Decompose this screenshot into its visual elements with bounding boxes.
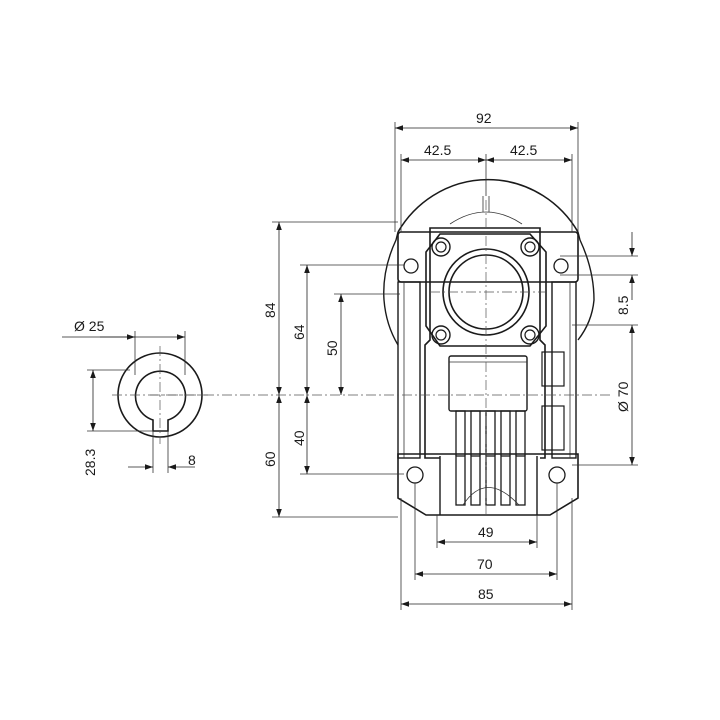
dim-diameter-70: Ø 70 — [615, 381, 631, 412]
upper-flange — [397, 231, 579, 283]
dim-height-60: 60 — [262, 451, 278, 467]
housing-left-arc — [383, 231, 399, 346]
dim-height-40: 40 — [291, 430, 307, 446]
shaft-bore-with-keyway — [134, 370, 187, 432]
dim-height-50: 50 — [324, 340, 340, 356]
right-side-wall — [551, 281, 577, 459]
dim-shaft-key-width: 8 — [188, 452, 196, 468]
dim-half-width-left: 42.5 — [424, 142, 451, 158]
dim-height-84: 84 — [262, 302, 278, 318]
dim-base-85: 85 — [478, 586, 494, 602]
dim-base-49: 49 — [478, 524, 494, 540]
right-slot-lower — [541, 405, 565, 451]
dim-shaft-key-height: 28.3 — [82, 449, 98, 476]
dim-half-width-right: 42.5 — [510, 142, 537, 158]
right-slot-upper — [541, 351, 565, 387]
dim-height-64: 64 — [291, 324, 307, 340]
housing-right-arc — [577, 231, 595, 341]
center-body-plate — [424, 227, 546, 459]
flange-hole-right — [553, 258, 569, 274]
foot-hole-left — [406, 466, 424, 484]
shaft-view: Ø 25 28.3 8 — [62, 318, 208, 476]
flange-hole-left — [403, 258, 419, 274]
gearbox-view — [150, 178, 610, 518]
foot-hole-right — [548, 466, 566, 484]
left-side-wall — [397, 281, 421, 459]
dimension-lines: 92 42.5 42.5 84 60 64 40 50 8 — [262, 110, 638, 610]
nameplate — [448, 355, 528, 412]
dim-base-70: 70 — [477, 556, 493, 572]
housing-top-arc — [397, 178, 579, 233]
dim-overall-width: 92 — [476, 110, 492, 126]
flange-bolts — [431, 237, 540, 345]
dim-shaft-diameter: Ø 25 — [74, 318, 105, 334]
mounting-foot — [397, 453, 579, 516]
dim-offset-8-5: 8.5 — [615, 295, 631, 315]
